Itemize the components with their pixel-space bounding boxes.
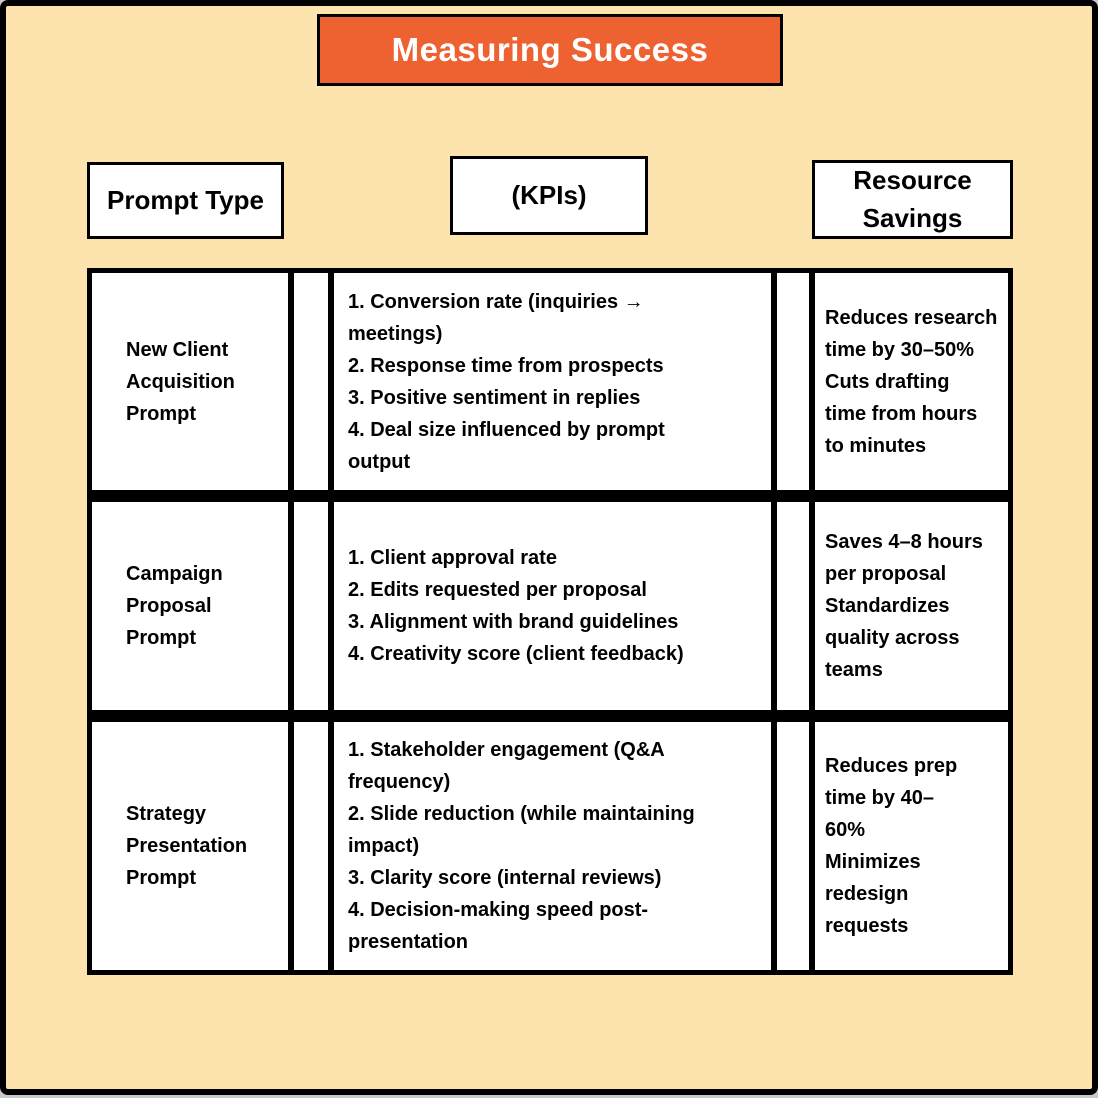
column-header-resource-savings: Resource Savings	[812, 160, 1013, 239]
resource-savings-text: Reduces prep time by 40– 60% Minimizes r…	[825, 755, 958, 937]
spacer-cell	[777, 273, 809, 490]
spacer-cell	[294, 502, 328, 710]
prompt-type-text: Campaign Proposal Prompt	[126, 563, 223, 649]
prompt-type-cell: Campaign Proposal Prompt	[92, 502, 288, 710]
spacer-cell	[294, 722, 328, 970]
success-metrics-table: New Client Acquisition Prompt 1. Convers…	[87, 268, 1013, 975]
spacer-cell	[777, 502, 809, 710]
spacer-cell	[294, 273, 328, 490]
kpis-cell: 1. Client approval rate 2. Edits request…	[334, 502, 771, 710]
kpis-cell: 1. Stakeholder engagement (Q&A frequency…	[334, 722, 771, 970]
kpis-text: 1. Stakeholder engagement (Q&A frequency…	[348, 739, 695, 953]
column-header-kpis: (KPIs)	[450, 156, 648, 235]
resource-savings-cell: Saves 4–8 hours per proposal Standardize…	[815, 502, 1008, 710]
page-title: Measuring Success	[391, 31, 709, 68]
resource-savings-cell: Reduces prep time by 40– 60% Minimizes r…	[815, 722, 1008, 970]
prompt-type-text: New Client Acquisition Prompt	[126, 338, 235, 425]
kpis-cell: 1. Conversion rate (inquiries → meetings…	[334, 273, 771, 490]
column-header-prompt-type-label: Prompt Type	[107, 184, 264, 215]
spacer-cell	[777, 722, 809, 970]
column-header-resource-savings-label: Resource Savings	[853, 164, 972, 233]
kpis-text: 1. Conversion rate (inquiries → meetings…	[348, 290, 665, 473]
resource-savings-cell: Reduces research time by 30–50% Cuts dra…	[815, 273, 1008, 490]
kpis-text: 1. Client approval rate 2. Edits request…	[348, 547, 684, 665]
title-banner: Measuring Success	[317, 14, 783, 86]
prompt-type-text: Strategy Presentation Prompt	[126, 803, 248, 889]
resource-savings-text: Saves 4–8 hours per proposal Standardize…	[825, 531, 983, 681]
column-header-kpis-label: (KPIs)	[511, 179, 587, 210]
prompt-type-cell: Strategy Presentation Prompt	[92, 722, 288, 970]
resource-savings-text: Reduces research time by 30–50% Cuts dra…	[825, 306, 998, 457]
column-header-prompt-type: Prompt Type	[87, 162, 284, 239]
prompt-type-cell: New Client Acquisition Prompt	[92, 273, 288, 490]
